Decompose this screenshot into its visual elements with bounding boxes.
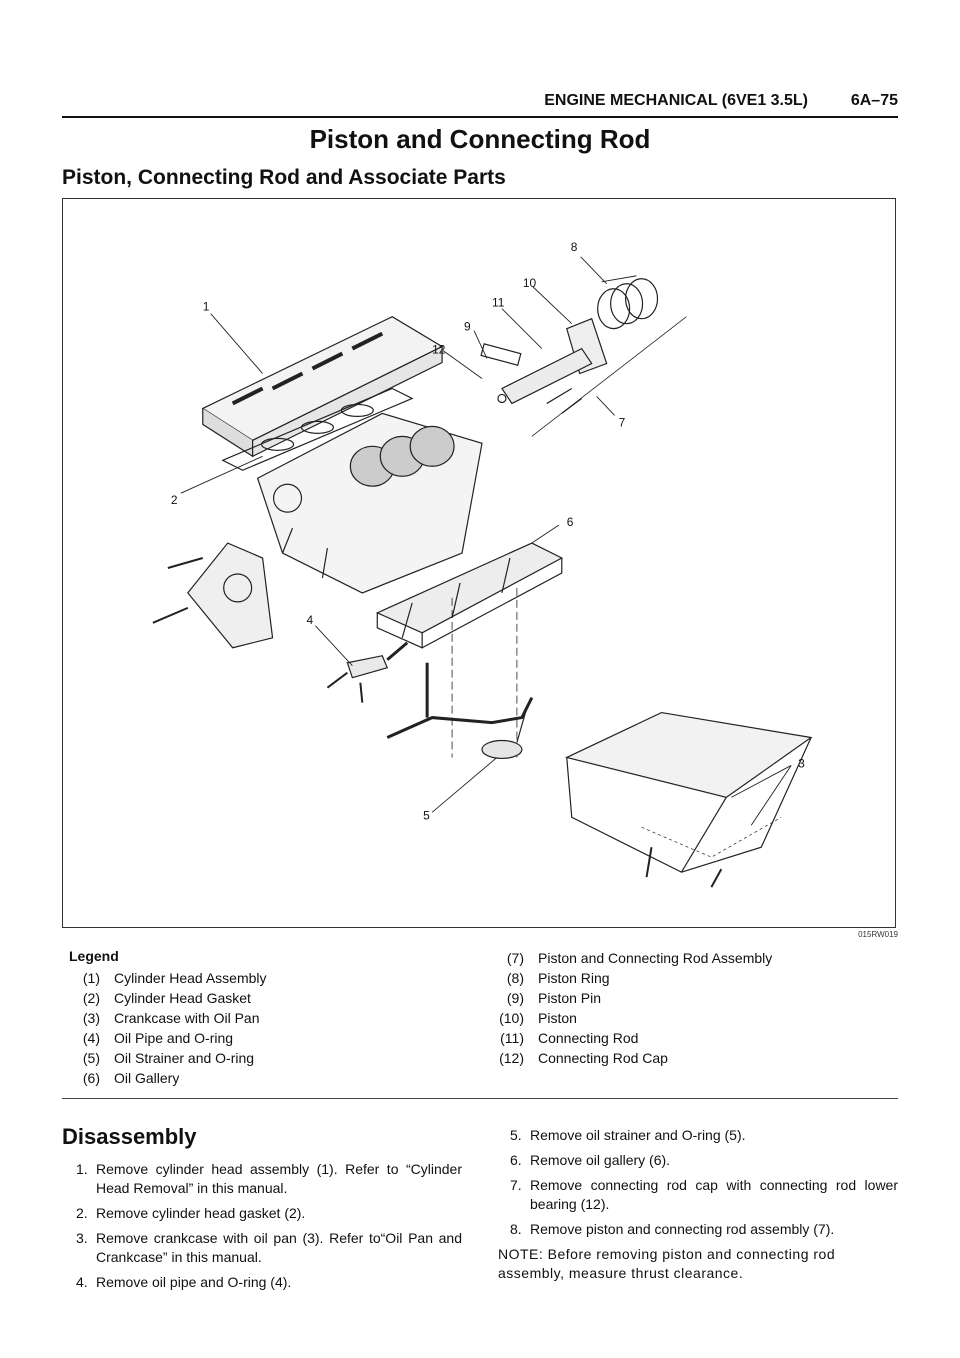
legend-item: (8) Piston Ring bbox=[486, 968, 772, 988]
legend-item-text: Cylinder Head Gasket bbox=[114, 990, 251, 1006]
legend-item: (5) Oil Strainer and O-ring bbox=[62, 1048, 267, 1068]
step-number: 2. bbox=[76, 1205, 88, 1221]
legend-item: (9) Piston Pin bbox=[486, 988, 772, 1008]
section-subtitle: Piston, Connecting Rod and Associate Par… bbox=[62, 166, 506, 189]
step-number: 1. bbox=[76, 1161, 88, 1177]
legend-item-number: (4) bbox=[82, 1030, 100, 1046]
disassembly-step: 1. Remove cylinder head assembly (1). Ref… bbox=[76, 1160, 462, 1198]
legend-item: (6) Oil Gallery bbox=[62, 1068, 267, 1088]
disassembly-heading: Disassembly bbox=[62, 1124, 197, 1149]
exploded-parts-diagram: 1 2 3 4 5 6 7 8 10 11 9 12 bbox=[62, 198, 896, 928]
step-text: Remove piston and connecting rod assembl… bbox=[530, 1221, 835, 1237]
figure-code: 015RW019 bbox=[858, 930, 898, 939]
callout-3: 3 bbox=[798, 756, 805, 770]
page-number: 6A–75 bbox=[850, 92, 898, 109]
piston-assembly-drawing bbox=[480, 278, 687, 437]
head-gasket-drawing bbox=[221, 387, 414, 471]
legend-item-number: (8) bbox=[506, 970, 524, 986]
legend-item: (7) Piston and Connecting Rod Assembly bbox=[486, 948, 772, 968]
legend-left-column: (1) Cylinder Head Assembly (2) Cylinder Hea… bbox=[62, 968, 267, 1088]
legend-item-number: (11) bbox=[500, 1030, 524, 1046]
disassembly-steps-right: 5. Remove oil strainer and O-ring (5). 6. R… bbox=[498, 1126, 898, 1283]
page-header: ENGINE MECHANICAL (6VE1 3.5L) 6A–75 bbox=[62, 88, 898, 118]
section-title: ENGINE MECHANICAL (6VE1 3.5L) bbox=[544, 92, 808, 109]
oil-pan-drawing bbox=[564, 711, 813, 888]
legend-item: (10) Piston bbox=[486, 1008, 772, 1028]
legend-item-number: (1) bbox=[82, 970, 100, 986]
legend-item-text: Oil Gallery bbox=[114, 1070, 180, 1086]
engine-block-drawing bbox=[256, 412, 483, 594]
cylinder-head-drawing bbox=[201, 315, 444, 458]
disassembly-step: 5. Remove oil strainer and O-ring (5). bbox=[510, 1126, 898, 1145]
disassembly-step: 2. Remove cylinder head gasket (2). bbox=[76, 1204, 462, 1223]
legend-item-number: (12) bbox=[499, 1050, 524, 1066]
legend-right-column: (7) Piston and Connecting Rod Assembly (8)… bbox=[486, 948, 772, 1068]
disassembly-step: 4. Remove oil pipe and O-ring (4). bbox=[76, 1273, 462, 1292]
legend-item: (2) Cylinder Head Gasket bbox=[62, 988, 267, 1008]
legend-item-text: Cylinder Head Assembly bbox=[114, 970, 267, 986]
section-divider bbox=[62, 1098, 898, 1099]
callout-9: 9 bbox=[464, 320, 471, 334]
step-text: Remove oil gallery (6). bbox=[530, 1152, 671, 1168]
legend-item: (4) Oil Pipe and O-ring bbox=[62, 1028, 267, 1048]
callout-2: 2 bbox=[171, 493, 178, 507]
legend-item-text: Oil Pipe and O-ring bbox=[114, 1030, 234, 1046]
legend-item-text: Connecting Rod Cap bbox=[538, 1050, 668, 1066]
legend-item-number: (3) bbox=[82, 1010, 100, 1026]
callout-12: 12 bbox=[432, 343, 446, 357]
legend-item-text: Oil Strainer and O-ring bbox=[114, 1050, 255, 1066]
legend-item-text: Connecting Rod bbox=[538, 1030, 639, 1046]
callout-7: 7 bbox=[619, 415, 626, 429]
disassembly-steps-right-list: 5. Remove oil strainer and O-ring (5). 6. R… bbox=[498, 1126, 898, 1239]
step-text: Remove cylinder head assembly (1). Refer… bbox=[96, 1161, 462, 1196]
legend-item-number: (9) bbox=[506, 990, 524, 1006]
legend-item-text: Piston Ring bbox=[538, 970, 610, 986]
callout-4: 4 bbox=[306, 613, 313, 627]
diagram-svg: 1 2 3 4 5 6 7 8 10 11 9 12 bbox=[152, 240, 813, 888]
step-text: Remove oil pipe and O-ring (4). bbox=[96, 1274, 292, 1290]
legend-item-number: (10) bbox=[499, 1010, 524, 1026]
legend-item: (3) Crankcase with Oil Pan bbox=[62, 1008, 267, 1028]
disassembly-step: 3. Remove crankcase with oil pan (3). Ref… bbox=[76, 1229, 462, 1267]
step-number: 4. bbox=[76, 1274, 88, 1290]
legend-item-number: (7) bbox=[506, 950, 524, 966]
disassembly-step: 8. Remove piston and connecting rod assem… bbox=[510, 1220, 898, 1239]
callout-5: 5 bbox=[423, 808, 430, 822]
legend-item-number: (6) bbox=[82, 1070, 100, 1086]
step-number: 6. bbox=[510, 1152, 522, 1168]
oil-strainer-drawing bbox=[386, 696, 534, 760]
step-number: 7. bbox=[510, 1177, 522, 1193]
step-text: Remove connecting rod cap with connectin… bbox=[530, 1177, 898, 1212]
legend-item-number: (5) bbox=[82, 1050, 100, 1066]
callout-10: 10 bbox=[523, 276, 537, 290]
legend-item-text: Piston bbox=[538, 1010, 577, 1026]
oil-pipe-drawing bbox=[326, 641, 409, 703]
step-text: Remove cylinder head gasket (2). bbox=[96, 1205, 306, 1221]
callout-6: 6 bbox=[567, 515, 574, 529]
oil-pump-drawing bbox=[152, 542, 274, 649]
oil-gallery-drawing bbox=[375, 542, 564, 649]
step-text: Remove oil strainer and O-ring (5). bbox=[530, 1127, 746, 1143]
legend-item: (11) Connecting Rod bbox=[486, 1028, 772, 1048]
legend-item-text: Piston Pin bbox=[538, 990, 602, 1006]
step-number: 8. bbox=[510, 1221, 522, 1237]
page-title: Piston and Connecting Rod bbox=[309, 124, 651, 154]
legend-item: (12) Connecting Rod Cap bbox=[486, 1048, 772, 1068]
step-number: 3. bbox=[76, 1230, 88, 1246]
callout-8: 8 bbox=[571, 240, 578, 254]
legend-item-text: Crankcase with Oil Pan bbox=[114, 1010, 260, 1026]
legend-heading: Legend bbox=[69, 948, 119, 964]
legend-item-text: Piston and Connecting Rod Assembly bbox=[538, 950, 773, 966]
callout-1: 1 bbox=[203, 300, 210, 314]
step-text: Remove crankcase with oil pan (3). Refer… bbox=[96, 1230, 462, 1265]
callout-11: 11 bbox=[492, 296, 505, 310]
legend-item-number: (2) bbox=[82, 990, 100, 1006]
legend-item: (1) Cylinder Head Assembly bbox=[62, 968, 267, 988]
disassembly-step: 7. Remove connecting rod cap with connect… bbox=[510, 1176, 898, 1214]
disassembly-note: NOTE: Before removing piston and connect… bbox=[498, 1246, 836, 1281]
disassembly-steps-left: 1. Remove cylinder head assembly (1). Ref… bbox=[76, 1160, 462, 1298]
disassembly-step: 6. Remove oil gallery (6). bbox=[510, 1151, 898, 1170]
step-number: 5. bbox=[510, 1127, 522, 1143]
